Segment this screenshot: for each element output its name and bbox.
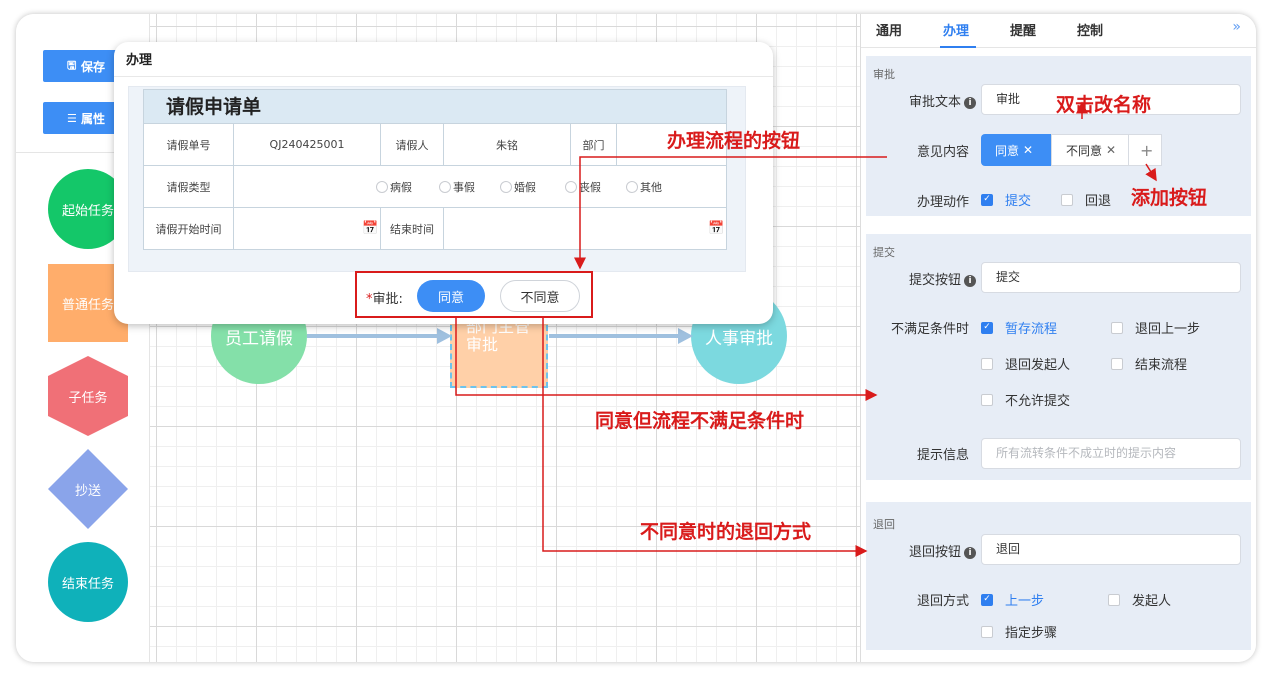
- approve-text-input[interactable]: 审批: [981, 84, 1241, 115]
- check-icon: ✓: [981, 193, 993, 206]
- handle-dialog: 办理 请假申请单 请假单号 QJ240425001 请假人 朱铭 部门 请假类型…: [114, 42, 773, 324]
- save-icon: 🖫: [67, 58, 77, 72]
- opt-disallow-submit[interactable]: 不允许提交: [981, 390, 1070, 409]
- checkbox-box: [1108, 593, 1120, 606]
- approve-label: *审批:: [366, 292, 403, 307]
- radio-option[interactable]: 婚假: [500, 179, 536, 195]
- form-label: 请假人: [381, 124, 444, 165]
- annotation-add-button: 添加按钮: [1131, 187, 1208, 209]
- opinion-label: 意见内容: [916, 145, 969, 160]
- tab-remind[interactable]: 提醒: [1010, 24, 1037, 39]
- section-title: 提交: [873, 246, 895, 259]
- opt-save-flow[interactable]: ✓暂存流程: [981, 318, 1057, 337]
- opt-back-starter[interactable]: 退回发起人: [981, 354, 1070, 373]
- info-icon: i: [964, 97, 976, 109]
- opt-assign-step[interactable]: 指定步骤: [981, 622, 1057, 641]
- add-chip-button[interactable]: +: [1129, 134, 1162, 166]
- close-icon[interactable]: ✕: [1106, 143, 1117, 157]
- opt-starter[interactable]: 发起人: [1108, 590, 1171, 609]
- tip-input[interactable]: 所有流转条件不成立时的提示内容: [981, 438, 1241, 469]
- checkbox-box: [1061, 193, 1073, 206]
- panel-tabs: 通用 办理 提醒 控制 »: [861, 14, 1256, 48]
- chip-agree[interactable]: 同意✕: [981, 134, 1051, 166]
- form-label: 请假单号: [144, 124, 234, 165]
- form-value: 朱铭: [444, 124, 571, 165]
- check-icon: ✓: [981, 593, 993, 606]
- tab-control[interactable]: 控制: [1077, 24, 1104, 39]
- divider: [114, 76, 773, 77]
- back-mode-label: 退回方式: [916, 594, 969, 609]
- agree-button[interactable]: 同意: [417, 280, 485, 312]
- radio-option[interactable]: 事假: [439, 179, 475, 195]
- tip-label: 提示信息: [916, 448, 969, 463]
- action-label: 办理动作: [916, 195, 969, 210]
- tab-general[interactable]: 通用: [876, 24, 903, 39]
- annotation-rename: 双击改名称: [1056, 94, 1152, 116]
- close-icon[interactable]: ✕: [1023, 143, 1034, 157]
- chip-disagree[interactable]: 不同意✕: [1051, 134, 1129, 166]
- section-title: 退回: [873, 518, 895, 531]
- checkbox-box: [1111, 321, 1123, 334]
- annotation-process-button: 办理流程的按钮: [667, 130, 801, 152]
- leave-form: 请假申请单 请假单号 QJ240425001 请假人 朱铭 部门 请假类型 病假…: [143, 89, 727, 250]
- form-value: QJ240425001: [234, 124, 381, 165]
- opt-back-prev[interactable]: 退回上一步: [1111, 318, 1200, 337]
- form-label: 请假开始时间: [144, 208, 234, 249]
- cc-shape[interactable]: 抄送: [48, 449, 128, 529]
- radio-option[interactable]: 其他: [626, 179, 662, 195]
- form-label: 部门: [571, 124, 617, 165]
- divider: [16, 152, 150, 153]
- back-checkbox[interactable]: 回退: [1061, 190, 1111, 209]
- radio-option[interactable]: 丧假: [565, 179, 601, 195]
- opt-prev-step[interactable]: ✓上一步: [981, 590, 1044, 609]
- calendar-icon[interactable]: 📅: [708, 221, 725, 236]
- active-tab-indicator: [940, 46, 976, 48]
- checkbox-box: [981, 625, 993, 638]
- form-label: 结束时间: [381, 208, 444, 249]
- form-row: 请假单号 QJ240425001 请假人 朱铭 部门: [143, 124, 727, 166]
- opt-end-flow[interactable]: 结束流程: [1111, 354, 1187, 373]
- info-icon: i: [964, 275, 976, 287]
- annotation-agree-unmet: 同意但流程不满足条件时: [595, 410, 805, 432]
- checkbox-box: [981, 393, 993, 406]
- end-task-shape[interactable]: 结束任务: [48, 542, 128, 622]
- form-label: 请假类型: [144, 166, 234, 207]
- back-button-input[interactable]: 退回: [981, 534, 1241, 565]
- collapse-icon[interactable]: »: [1232, 19, 1241, 35]
- start-date-field[interactable]: [234, 208, 381, 249]
- form-row: 请假开始时间 📅 结束时间 📅: [143, 208, 727, 250]
- check-icon: ✓: [981, 321, 993, 334]
- subtask-shape[interactable]: 子任务: [48, 356, 128, 436]
- section-title: 审批: [873, 68, 895, 81]
- checkbox-box: [981, 357, 993, 370]
- submit-checkbox[interactable]: ✓提交: [981, 190, 1031, 209]
- checkbox-box: [1111, 357, 1123, 370]
- calendar-icon[interactable]: 📅: [362, 221, 379, 236]
- disagree-button[interactable]: 不同意: [500, 280, 580, 312]
- annotation-disagree-back: 不同意时的退回方式: [640, 521, 812, 543]
- form-title: 请假申请单: [143, 89, 727, 124]
- form-row: 请假类型 病假 事假 婚假 丧假 其他: [143, 166, 727, 208]
- tab-handle[interactable]: 办理: [943, 24, 970, 39]
- condition-label: 不满足条件时: [890, 322, 969, 337]
- dialog-actions: *审批: 同意 不同意: [114, 280, 773, 320]
- info-icon: i: [964, 547, 976, 559]
- submit-button-input[interactable]: 提交: [981, 262, 1241, 293]
- radio-option[interactable]: 病假: [376, 179, 412, 195]
- dialog-title: 办理: [126, 53, 153, 68]
- form-preview: 请假申请单 请假单号 QJ240425001 请假人 朱铭 部门 请假类型 病假…: [128, 86, 746, 272]
- list-icon: ☰: [67, 111, 77, 125]
